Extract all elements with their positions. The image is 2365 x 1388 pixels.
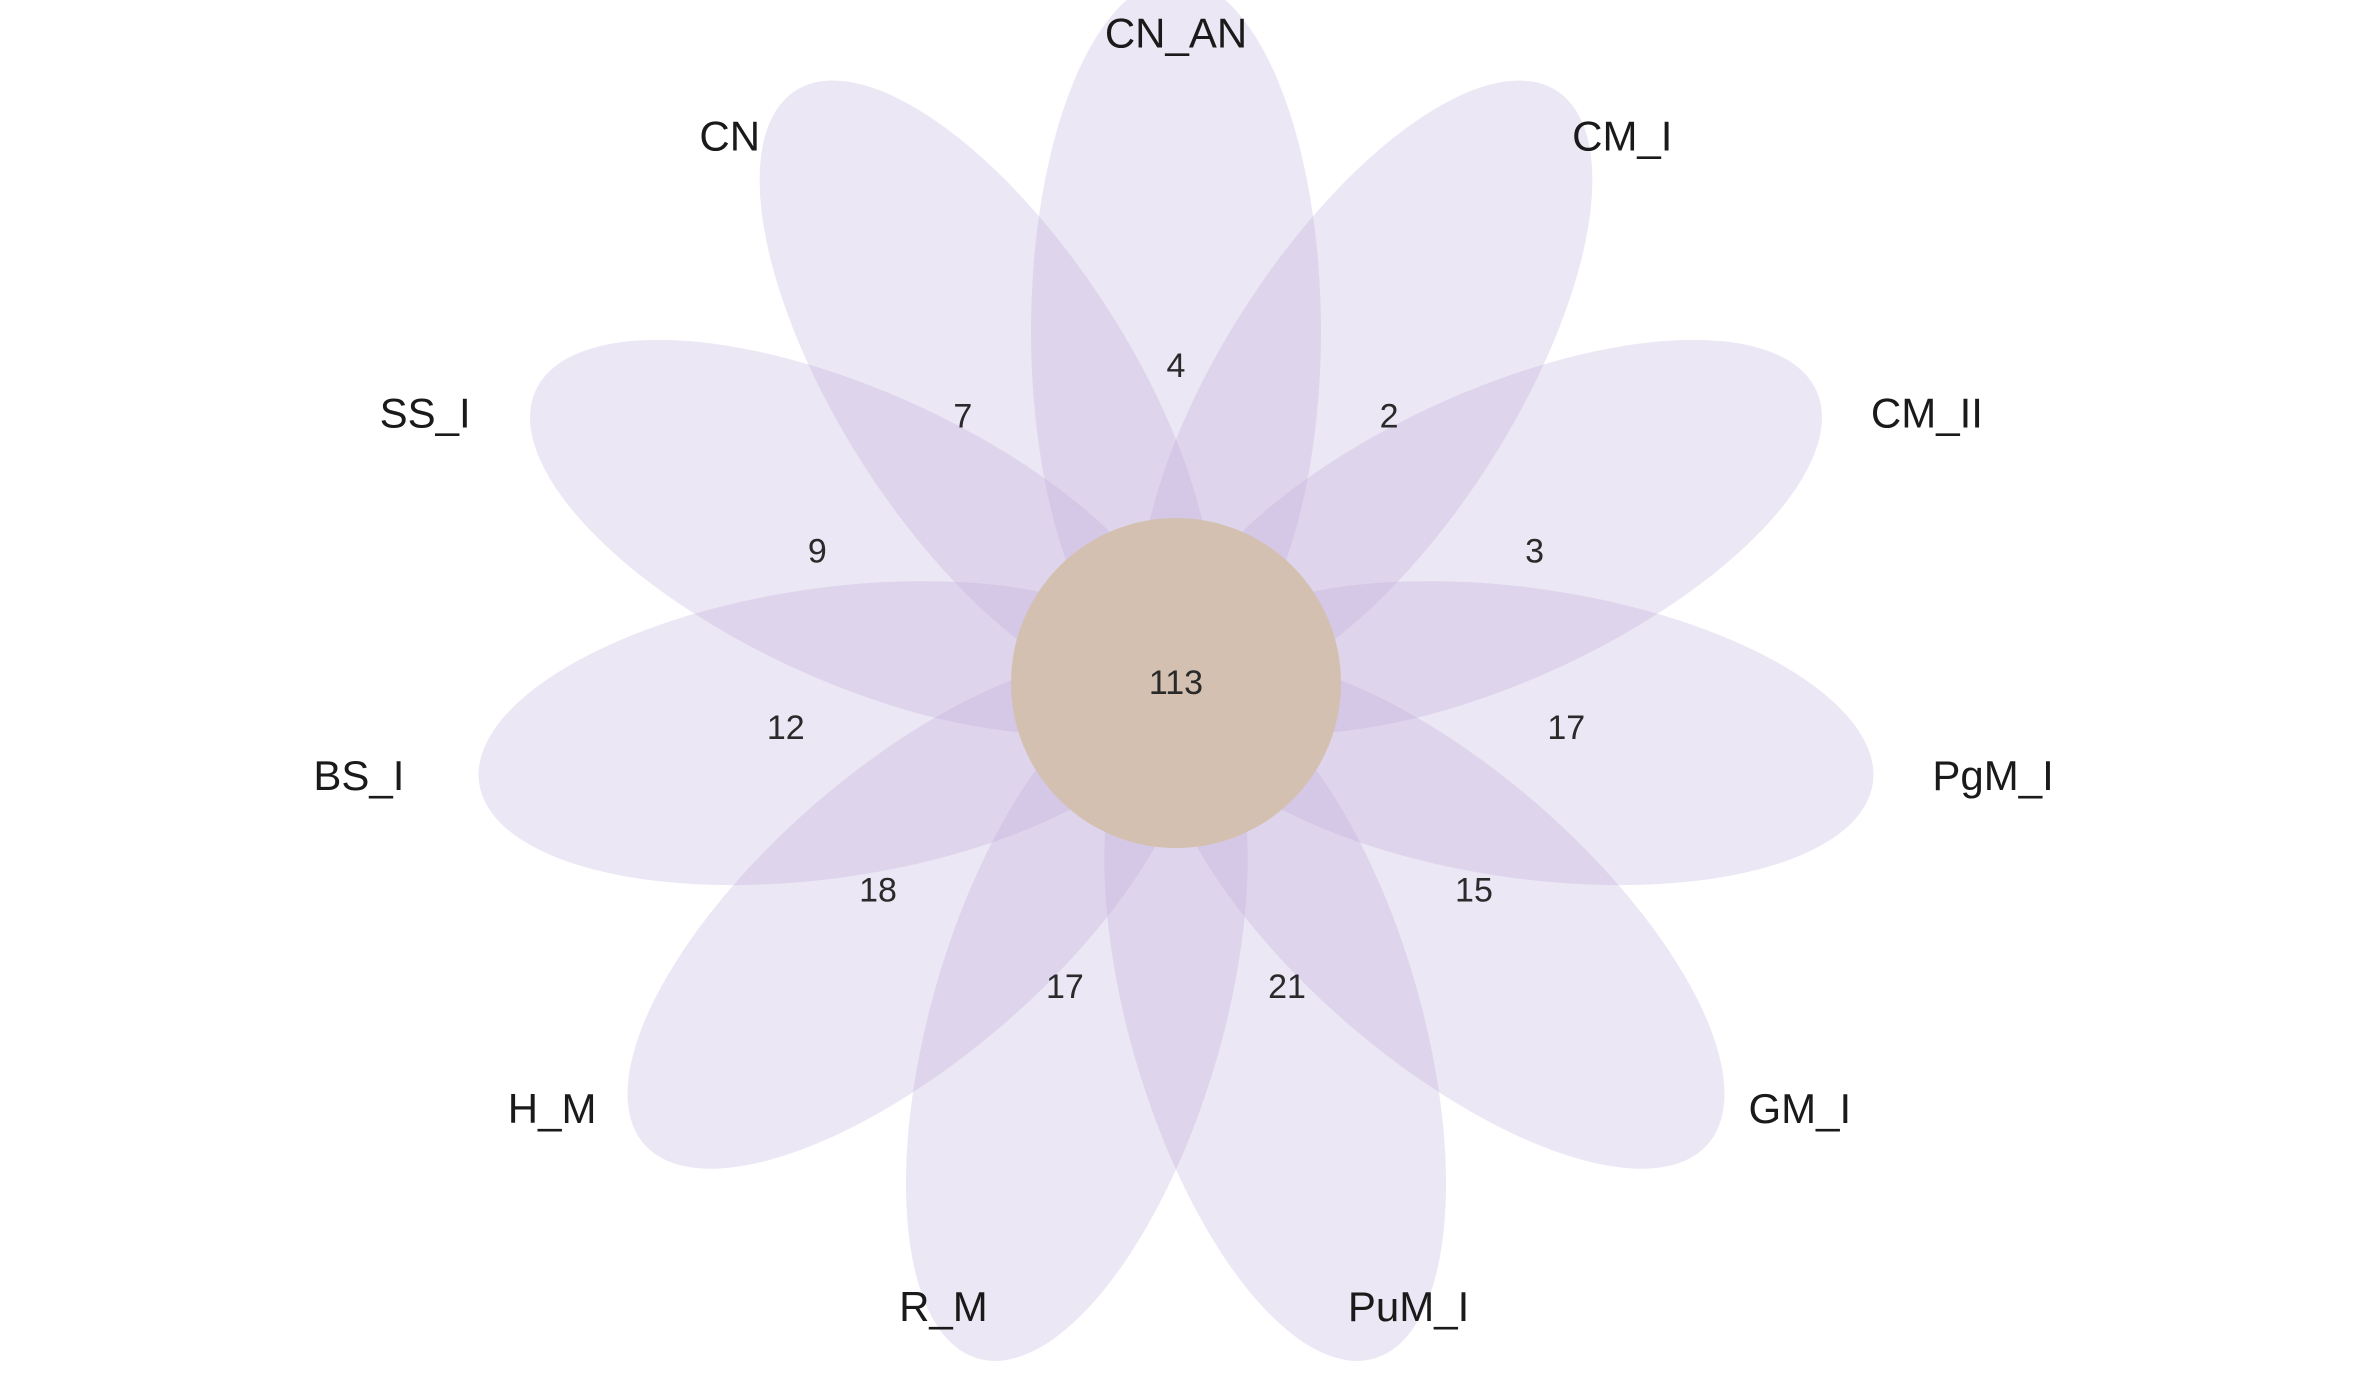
petal-cn-an [1031, 0, 1321, 683]
petal-count-r-m: 17 [1046, 968, 1084, 1006]
petal-r-m [905, 680, 1248, 1361]
set-label-cm-i: CM_I [1572, 113, 1672, 160]
set-label-gm-i: GM_I [1749, 1085, 1852, 1132]
petal-count-h-m: 18 [859, 871, 897, 909]
set-label-layer: CN_AN CM_I CM_II PgM_I GM_I PuM_I R_M H_M BS_I SS… [313, 10, 2053, 1331]
set-label-h-m: H_M [508, 1085, 597, 1132]
petal-count-gm-i: 15 [1455, 871, 1493, 909]
set-label-cm-ii: CM_II [1871, 389, 1983, 436]
petal-pum-i [1104, 680, 1447, 1361]
set-label-bs-i: BS_I [313, 752, 404, 799]
set-label-ss-i: SS_I [380, 389, 471, 436]
set-label-cn-an: CN_AN [1105, 10, 1247, 57]
petal-count-ss-i: 9 [808, 532, 827, 570]
set-label-pum-i: PuM_I [1348, 1283, 1469, 1330]
set-label-r-m: R_M [899, 1283, 988, 1330]
petal-bs-i [478, 581, 1177, 886]
petal-count-cm-ii: 3 [1525, 532, 1544, 570]
petal-count-cn-an: 4 [1167, 347, 1186, 385]
petal-count-cm-i: 2 [1380, 397, 1399, 435]
petal-count-cn: 7 [953, 397, 972, 435]
petal-count-bs-i: 12 [767, 709, 805, 747]
set-label-pgm-i: PgM_I [1932, 752, 2053, 799]
core-count: 113 [1149, 664, 1203, 702]
petal-count-pum-i: 21 [1268, 968, 1306, 1006]
core-circle [1011, 518, 1341, 848]
petal-count-layer: 4 2 3 17 15 21 17 18 12 9 7 [767, 347, 1585, 1006]
petal-count-pgm-i: 17 [1547, 709, 1585, 747]
set-label-cn: CN [699, 113, 760, 160]
petal-pgm-i [1175, 581, 1874, 886]
